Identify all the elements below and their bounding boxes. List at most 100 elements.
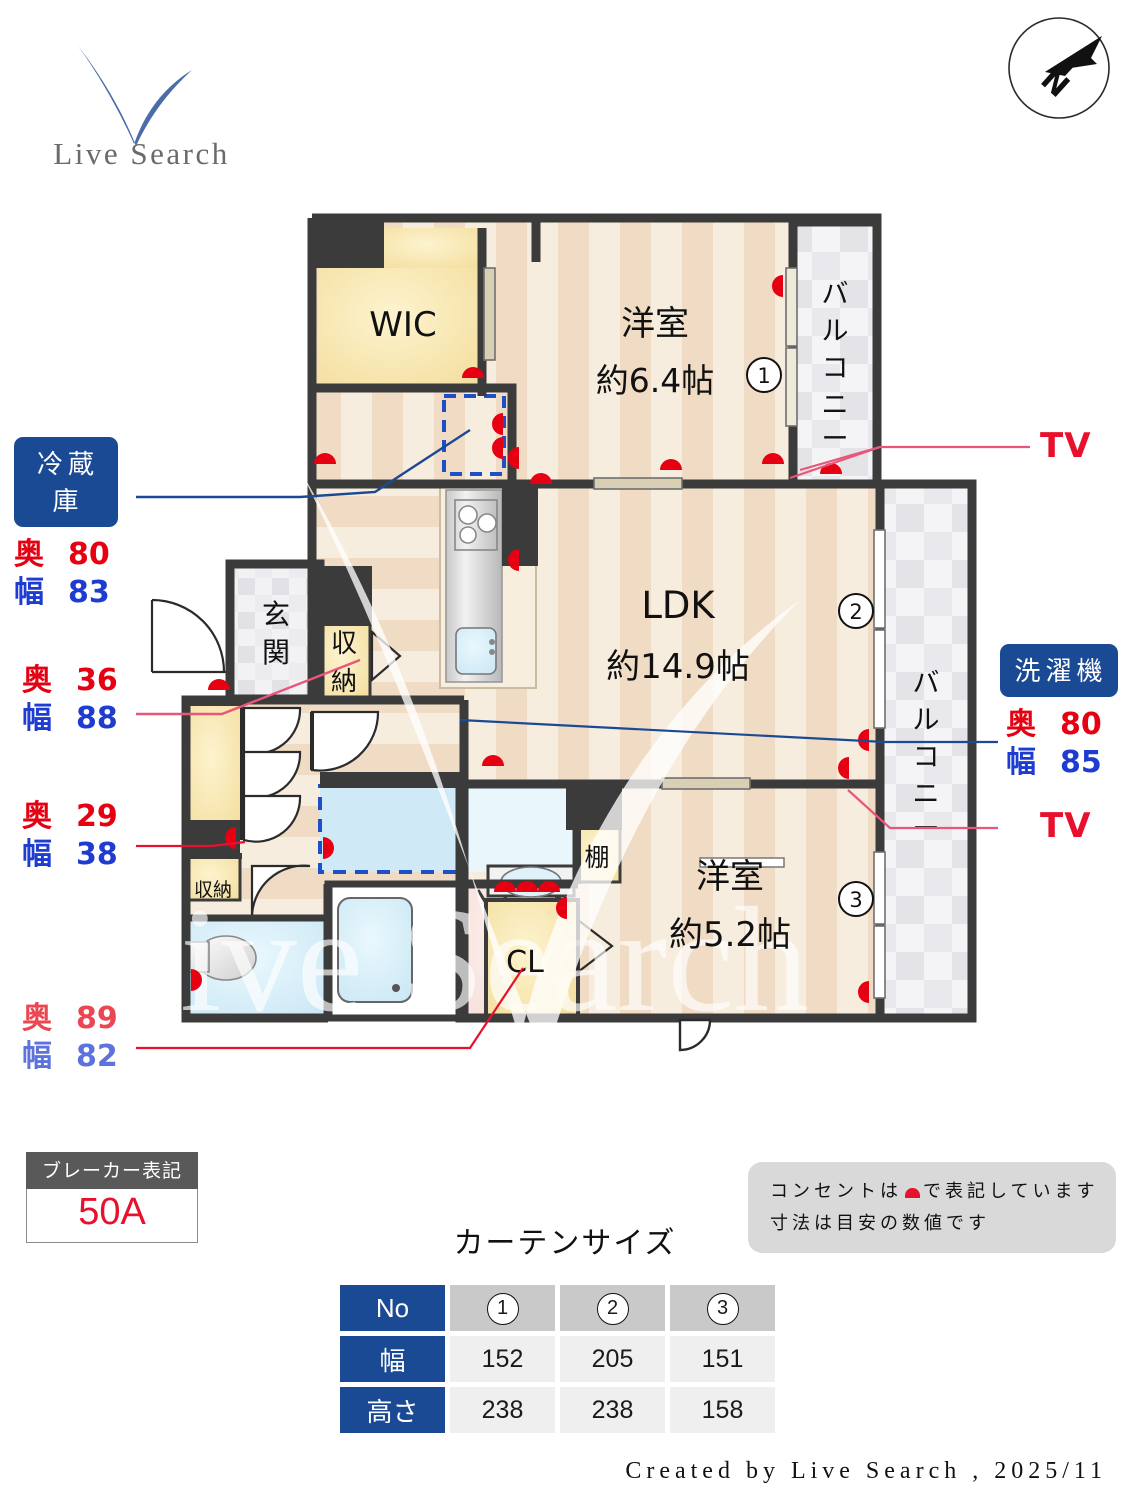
shelf-box — [572, 824, 622, 884]
windows — [483, 267, 886, 999]
curtain-height-1: 238 — [450, 1387, 555, 1433]
tv-label-top: TV — [1040, 426, 1092, 466]
compass-north-icon: N — [1005, 14, 1113, 122]
label-storage-entry: 収 — [331, 629, 357, 659]
walls — [181, 213, 977, 1023]
svg-text:コ: コ — [822, 353, 849, 384]
curtain-col-3: 3 — [670, 1285, 775, 1331]
curtain-width-1: 152 — [450, 1336, 555, 1382]
curtain-height-2: 238 — [560, 1387, 665, 1433]
svg-text:ル: ル — [913, 705, 940, 736]
washer-badge: 洗濯機 — [1000, 644, 1118, 697]
window-marker-3: 3 — [838, 881, 874, 917]
bedroom2-door — [678, 1018, 712, 1052]
row-header-height: 高さ — [340, 1387, 445, 1433]
curtain-size-table: No 1 2 3 幅 152 205 151 高さ 238 238 158 — [335, 1280, 780, 1438]
label-ldk-size: 約14.9帖 — [606, 647, 750, 687]
room-wic — [312, 218, 482, 388]
svg-text:3: 3 — [849, 888, 862, 912]
label-balcony-top: バ ル コ ニ ー — [822, 279, 849, 455]
svg-text:ニ: ニ — [913, 779, 940, 810]
note-line-2: 寸法は目安の数値です — [770, 1212, 990, 1234]
room-bath — [324, 880, 468, 1022]
label-shelf: 棚 — [584, 843, 609, 872]
refrigerator-badge: 冷蔵庫 — [14, 437, 118, 527]
svg-text:コ: コ — [913, 742, 940, 773]
entrance-door — [150, 598, 226, 674]
room-toilet — [182, 914, 332, 1022]
leader-lines — [136, 428, 1030, 1050]
svg-text:ル: ル — [822, 316, 849, 347]
breaker-value: 50A — [26, 1189, 198, 1243]
storage-small — [184, 820, 242, 902]
svg-text:ー: ー — [913, 814, 940, 845]
curtain-col-1: 1 — [450, 1285, 555, 1331]
tv-label-bottom: TV — [1040, 806, 1092, 846]
storage-entry — [314, 566, 402, 702]
label-closet: CL — [506, 945, 544, 980]
svg-text:バ: バ — [822, 279, 849, 310]
breaker-box: ブレーカー表記 50A — [26, 1152, 198, 1243]
label-bedroom2: 洋室 — [696, 857, 764, 897]
label-bedroom1: 洋室 — [621, 304, 689, 344]
vanity — [466, 786, 576, 898]
label-balcony-right: バ ル コ ニ ー — [913, 668, 940, 845]
label-wic: WIC — [369, 305, 436, 345]
curtain-width-2: 205 — [560, 1336, 665, 1382]
row-header-no: No — [340, 1285, 445, 1331]
room-entrance — [226, 560, 324, 702]
fridge-space — [442, 394, 506, 476]
note-line-1-post: で表記しています — [923, 1181, 1099, 1202]
svg-text:ー: ー — [822, 424, 849, 455]
washer-space — [318, 784, 468, 874]
curtain-table-title: カーテンサイズ — [453, 1227, 677, 1260]
svg-text:2: 2 — [849, 600, 862, 624]
room-washroom — [461, 881, 561, 1021]
curtain-width-3: 151 — [670, 1336, 775, 1382]
toilet-door — [250, 864, 311, 919]
watermark: ive Search — [180, 470, 809, 1060]
closet-cl — [484, 898, 614, 1020]
label-ldk: LDK — [641, 584, 716, 627]
footer-credit: Created by Live Search , 2025/11 — [625, 1458, 1107, 1484]
svg-text:バ: バ — [913, 668, 940, 699]
balcony-right — [875, 479, 977, 1023]
hall-closets — [184, 702, 302, 843]
brand-name: Live Search — [53, 136, 230, 171]
breaker-title: ブレーカー表記 — [26, 1152, 198, 1189]
svg-text:ive Search: ive Search — [180, 877, 809, 1043]
table-row-height: 高さ 238 238 158 — [340, 1387, 775, 1433]
balcony-top — [788, 217, 882, 489]
note-line-1: コンセントはで表記しています — [770, 1176, 1112, 1208]
washroom-door — [310, 710, 380, 772]
svg-text:ニ: ニ — [822, 390, 849, 421]
label-entrance: 玄 — [262, 598, 290, 631]
brand-logo: Live Search — [30, 40, 250, 180]
legend-note: コンセントはで表記しています 寸法は目安の数値です — [748, 1162, 1116, 1253]
note-line-1-pre: コンセントは — [770, 1181, 902, 1202]
label-bedroom1-size: 約6.4帖 — [596, 361, 714, 400]
svg-text:1: 1 — [757, 364, 770, 388]
outlet-marker-icon — [905, 1188, 920, 1198]
label-storage-small: 収納 — [194, 879, 232, 901]
table-row-no: No 1 2 3 — [340, 1285, 775, 1331]
curtain-height-3: 158 — [670, 1387, 775, 1433]
v-swoosh-icon — [78, 46, 192, 146]
outlet-markers — [191, 275, 869, 1003]
window-marker-2: 2 — [838, 593, 874, 629]
